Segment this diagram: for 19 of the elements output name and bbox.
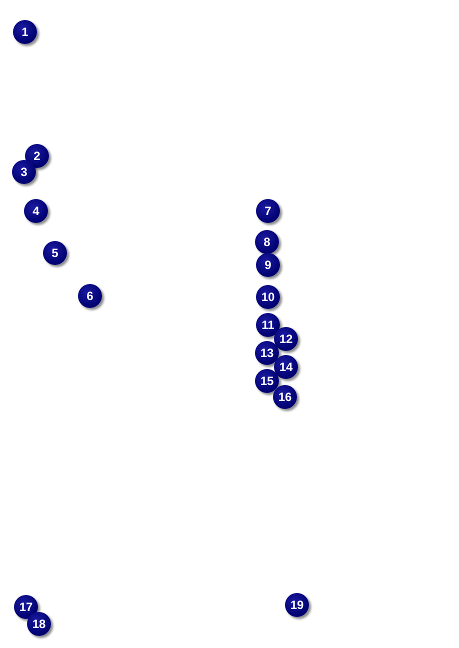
callout-number: 8: [255, 230, 279, 254]
callout-number: 6: [78, 284, 102, 308]
callout-number: 7: [256, 199, 280, 223]
callout-number: 4: [24, 199, 48, 223]
callout-number: 16: [273, 385, 297, 409]
callout-number: 10: [256, 285, 280, 309]
callout-number: 11: [256, 313, 280, 337]
callout-number: 15: [255, 369, 279, 393]
callout-number: 14: [274, 355, 298, 379]
callout-number: 19: [285, 593, 309, 617]
callout-number: 13: [255, 341, 279, 365]
callout-number: 17: [14, 595, 38, 619]
callout-number: 2: [25, 144, 49, 168]
callout-number: 18: [27, 612, 51, 636]
callout-number: 1: [13, 20, 37, 44]
callout-number: 12: [274, 327, 298, 351]
callout-number: 9: [256, 253, 280, 277]
callout-number: 3: [12, 160, 36, 184]
callout-number: 5: [43, 241, 67, 265]
